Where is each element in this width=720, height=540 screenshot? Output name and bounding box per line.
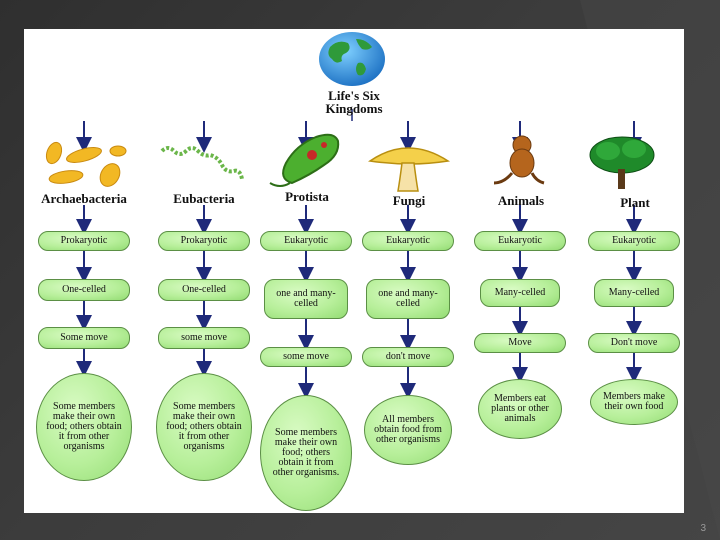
movement-node-animals: Move [474, 333, 566, 353]
cellularity-node-eubacteria: One-celled [158, 279, 250, 301]
kingdom-name-archaebacteria: Archaebacteria [41, 191, 127, 206]
cellularity-node-archaebacteria: One-celled [38, 279, 130, 301]
movement-node-protista: some move [260, 347, 352, 367]
cell-type-node-archaebacteria: Prokaryotic [38, 231, 130, 251]
cell-type-node-eubacteria: Prokaryotic [158, 231, 250, 251]
protista-icon [269, 133, 340, 187]
nutrition-node-fungi: All members obtain food from other organ… [364, 395, 452, 465]
movement-node-eubacteria: some move [158, 327, 250, 349]
kingdom-name-animals: Animals [497, 193, 545, 208]
cell-type-node-plant: Eukaryotic [588, 231, 680, 251]
diagram-title: Life's Six Kingdoms [304, 89, 404, 115]
cellularity-node-plant: Many-celled [594, 279, 674, 307]
movement-node-plant: Don't move [588, 333, 680, 353]
movement-node-archaebacteria: Some move [38, 327, 130, 349]
kingdom-name-plant: Plant [620, 195, 650, 210]
movement-node-fungi: don't move [362, 347, 454, 367]
cell-type-node-animals: Eukaryotic [474, 231, 566, 251]
kingdom-name-fungi: Fungi [392, 193, 426, 208]
cell-type-node-fungi: Eukaryotic [362, 231, 454, 251]
nutrition-node-eubacteria: Some members make their own food; others… [156, 373, 252, 481]
nutrition-node-plant: Members make their own food [590, 379, 678, 425]
title-line-1: Life's Six [328, 88, 380, 103]
fungi-icon [367, 147, 451, 192]
kingdom-name-protista: Protista [285, 189, 329, 204]
kingdom-name-eubacteria: Eubacteria [173, 191, 235, 206]
slide: Life's Six Kingdoms Archaebacter [24, 29, 684, 513]
cellularity-node-fungi: one and many-celled [366, 279, 450, 319]
cellularity-node-protista: one and many-celled [264, 279, 348, 319]
cellularity-node-animals: Many-celled [480, 279, 560, 307]
nutrition-node-animals: Members eat plants or other animals [478, 379, 562, 439]
archaebacteria-icon [45, 141, 127, 187]
nutrition-node-protista: Some members make their own food; others… [260, 395, 352, 511]
title-line-2: Kingdoms [325, 101, 383, 116]
nutrition-node-archaebacteria: Some members make their own food; others… [36, 373, 132, 481]
globe-icon [319, 32, 385, 86]
cell-type-node-protista: Eukaryotic [260, 231, 352, 251]
plant-icon [589, 136, 655, 189]
page-number: 3 [700, 523, 706, 534]
connector-arrows [76, 109, 642, 399]
animals-icon [493, 135, 545, 185]
eubacteria-icon [160, 146, 244, 180]
